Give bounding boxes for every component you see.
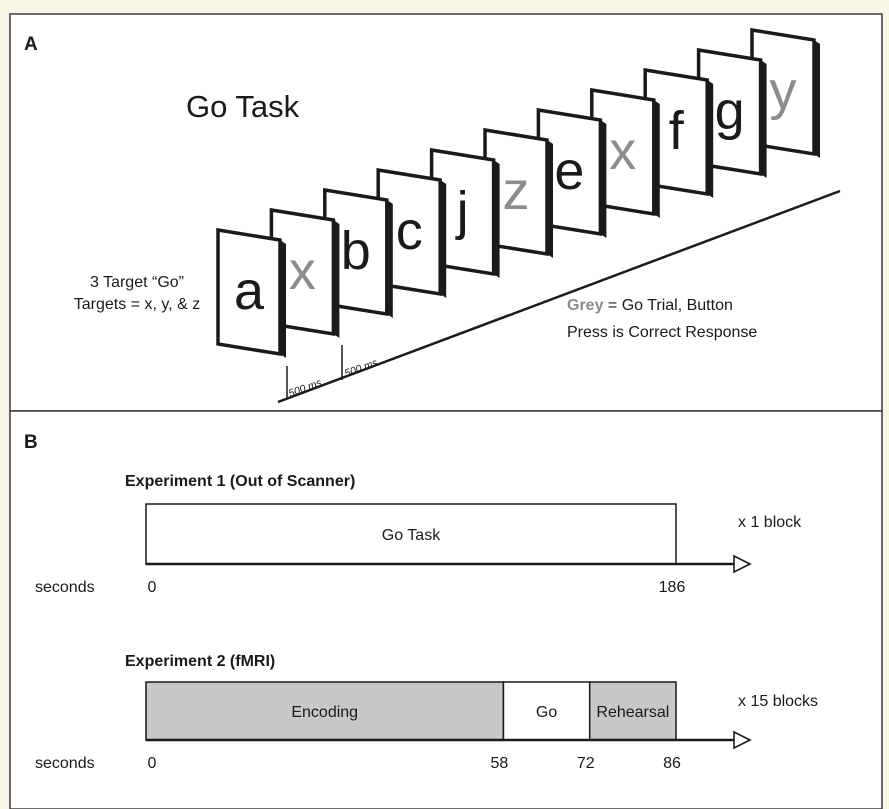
stimulus-letter: e bbox=[554, 141, 584, 201]
go-trial-legend-line-2: Press is Correct Response bbox=[567, 324, 757, 341]
timeline-block-label: Go bbox=[536, 704, 557, 721]
stimulus-card: y bbox=[750, 27, 820, 158]
stimulus-letter: c bbox=[396, 201, 423, 261]
panel-b-frame bbox=[9, 410, 883, 809]
timeline-tick-label: 0 bbox=[148, 579, 157, 596]
experiment-2-axis-arrow bbox=[733, 730, 752, 750]
stimulus-letter: b bbox=[341, 221, 371, 281]
timeline-block-label: Rehearsal bbox=[596, 704, 669, 721]
stimulus-card: e bbox=[536, 107, 607, 238]
experiment-1-ticks: 0 186 bbox=[148, 579, 686, 596]
panel-a-label: A bbox=[24, 34, 38, 55]
panel-b-label: B bbox=[24, 432, 38, 453]
timeline-block-label: Encoding bbox=[291, 704, 358, 721]
experiment-1-axis-unit: seconds bbox=[35, 579, 95, 596]
legend-rest: = Go Trial, Button bbox=[603, 297, 732, 314]
stimulus-letter: x bbox=[289, 241, 316, 301]
stimulus-letter: a bbox=[234, 261, 265, 321]
timeline-floor bbox=[277, 189, 841, 404]
timeline-block bbox=[145, 681, 505, 741]
experiment-2-title: Experiment 2 (fMRI) bbox=[125, 653, 275, 670]
experiment-2-blocks: Encoding Go Rehearsal bbox=[145, 681, 677, 741]
timeline-tick-label: 0 bbox=[148, 755, 157, 772]
timeline-block bbox=[502, 681, 591, 741]
experiment-1-axis-arrow bbox=[733, 554, 752, 574]
stimulus-card: c bbox=[376, 167, 447, 298]
timeline-tick-label: 86 bbox=[663, 755, 681, 772]
stimulus-card: a bbox=[216, 227, 286, 358]
timeline-block bbox=[145, 503, 677, 565]
timeline-tick-label: 72 bbox=[577, 755, 595, 772]
stimulus-card: g bbox=[696, 47, 767, 178]
experiment-1-repeat: x 1 block bbox=[738, 514, 802, 531]
experiment-1-title: Experiment 1 (Out of Scanner) bbox=[125, 473, 355, 490]
experiment-2-repeat: x 15 blocks bbox=[738, 693, 818, 710]
experiment-2-ticks: 0 58 72 86 bbox=[148, 755, 681, 772]
target-line-1: 3 Target “Go” bbox=[90, 274, 184, 291]
go-trial-legend-line-1: Grey = Go Trial, Button bbox=[567, 297, 733, 314]
stimulus-card: x bbox=[269, 207, 340, 338]
stimulus-letter: f bbox=[669, 101, 685, 161]
legend-grey-word: Grey bbox=[567, 297, 604, 314]
stimulus-card-face bbox=[216, 227, 282, 357]
experiment-1-blocks: Go Task bbox=[145, 503, 677, 565]
stimulus-letter: x bbox=[609, 121, 636, 181]
stimulus-letter: z bbox=[503, 161, 530, 221]
stimulus-letter: g bbox=[715, 81, 745, 141]
timeline-tick-label: 58 bbox=[491, 755, 509, 772]
stimulus-letter: y bbox=[770, 61, 797, 121]
timeline-tick-label: 186 bbox=[659, 579, 686, 596]
experiment-2-axis-unit: seconds bbox=[35, 755, 95, 772]
target-line-2: Targets = x, y, & z bbox=[74, 296, 200, 313]
timeline-block-label: Go Task bbox=[382, 527, 441, 544]
stimulus-letter: j bbox=[455, 181, 469, 241]
go-task-title: Go Task bbox=[186, 89, 300, 124]
